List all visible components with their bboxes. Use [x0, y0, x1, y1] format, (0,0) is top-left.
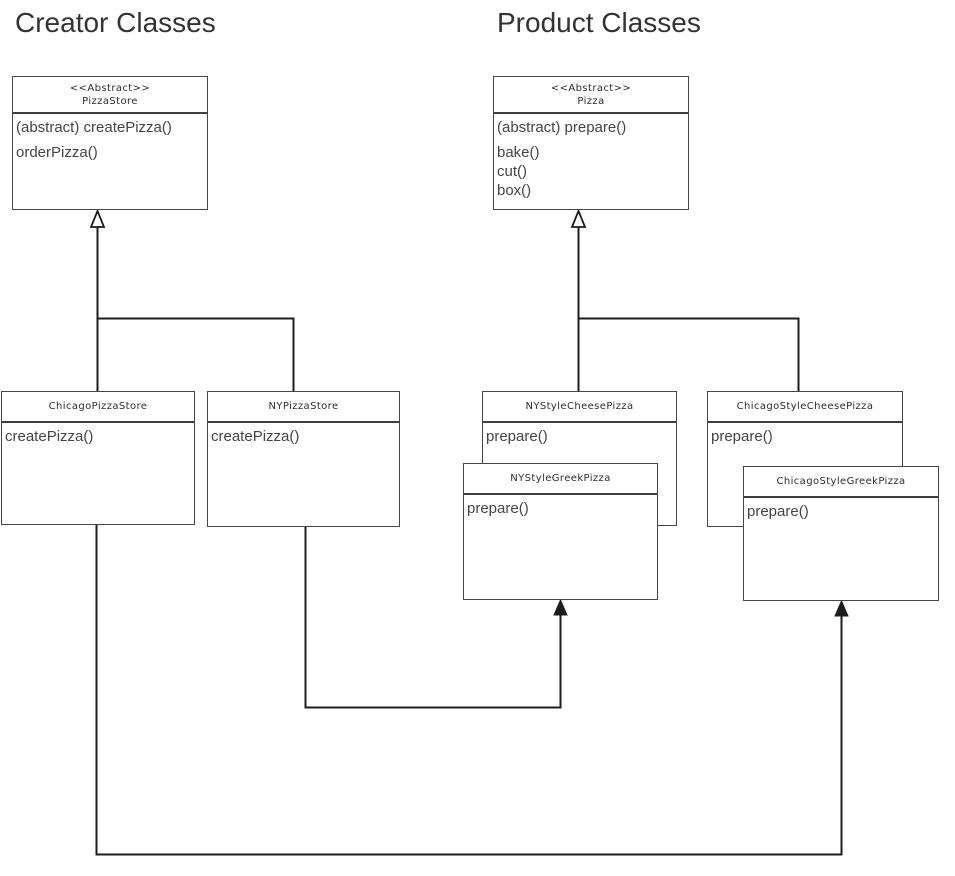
class-box-pizzastore: <<Abstract>> PizzaStore (abstract) creat…	[12, 76, 208, 210]
method: prepare()	[486, 428, 548, 445]
method: box()	[497, 182, 532, 199]
class-stereotype: <<Abstract>>	[69, 82, 151, 94]
class-name: ChicagoStyleGreekPizza	[776, 476, 906, 487]
method: createPizza()	[211, 428, 300, 445]
inheritance-line-product-branch	[578, 317, 800, 391]
product-classes-heading: Product Classes	[497, 7, 701, 38]
creates-arrowhead-ny	[553, 598, 568, 616]
method: orderPizza()	[16, 144, 98, 161]
class-methods: prepare()	[708, 423, 902, 446]
class-header: ChicagoPizzaStore	[2, 392, 194, 423]
method: prepare()	[711, 428, 773, 445]
method: bake()	[497, 144, 540, 161]
class-header: NYStyleCheesePizza	[483, 392, 676, 423]
class-name: NYStyleCheesePizza	[525, 401, 634, 412]
class-name: PizzaStore	[82, 95, 138, 107]
method: (abstract) prepare()	[497, 119, 627, 136]
method: createPizza()	[5, 428, 94, 445]
class-methods: createPizza()	[208, 423, 399, 446]
class-name: ChicagoStyleCheesePizza	[736, 401, 874, 412]
class-header: ChicagoStyleCheesePizza	[708, 392, 902, 423]
inheritance-arrowhead-product	[570, 208, 587, 228]
creator-classes-heading: Creator Classes	[15, 7, 216, 38]
class-header: ChicagoStyleGreekPizza	[744, 467, 938, 498]
class-box-pizza: <<Abstract>> Pizza (abstract) prepare() …	[493, 76, 689, 210]
class-header: NYPizzaStore	[208, 392, 399, 423]
class-methods: createPizza()	[2, 423, 194, 446]
class-name: ChicagoPizzaStore	[48, 401, 148, 412]
method: prepare()	[747, 503, 809, 520]
inheritance-arrowhead-creator	[89, 208, 106, 228]
creates-arrowhead-chicago	[834, 599, 849, 617]
class-methods: prepare()	[483, 423, 676, 446]
class-name: NYStyleGreekPizza	[510, 473, 611, 484]
method: cut()	[497, 163, 527, 180]
class-stereotype: <<Abstract>>	[550, 82, 632, 94]
class-header: NYStyleGreekPizza	[464, 464, 657, 495]
class-name: NYPizzaStore	[268, 401, 339, 412]
class-methods: prepare()	[744, 498, 938, 521]
class-header: <<Abstract>> PizzaStore	[13, 77, 207, 114]
class-box-nypizzastore: NYPizzaStore createPizza()	[207, 391, 400, 527]
class-header: <<Abstract>> Pizza	[494, 77, 688, 114]
class-box-chicagopizzastore: ChicagoPizzaStore createPizza()	[1, 391, 195, 525]
class-name: Pizza	[577, 95, 605, 107]
method: (abstract) createPizza()	[16, 119, 172, 136]
class-box-nystylegreekpizza: NYStyleGreekPizza prepare()	[463, 463, 658, 600]
class-box-chicagostylegreekpizza: ChicagoStyleGreekPizza prepare()	[743, 466, 939, 601]
class-methods: prepare()	[464, 495, 657, 518]
inheritance-line-creator-branch	[97, 317, 295, 391]
class-methods: (abstract) createPizza() orderPizza()	[13, 114, 207, 162]
class-methods: (abstract) prepare() bake() cut() box()	[494, 114, 688, 200]
method: prepare()	[467, 500, 529, 517]
